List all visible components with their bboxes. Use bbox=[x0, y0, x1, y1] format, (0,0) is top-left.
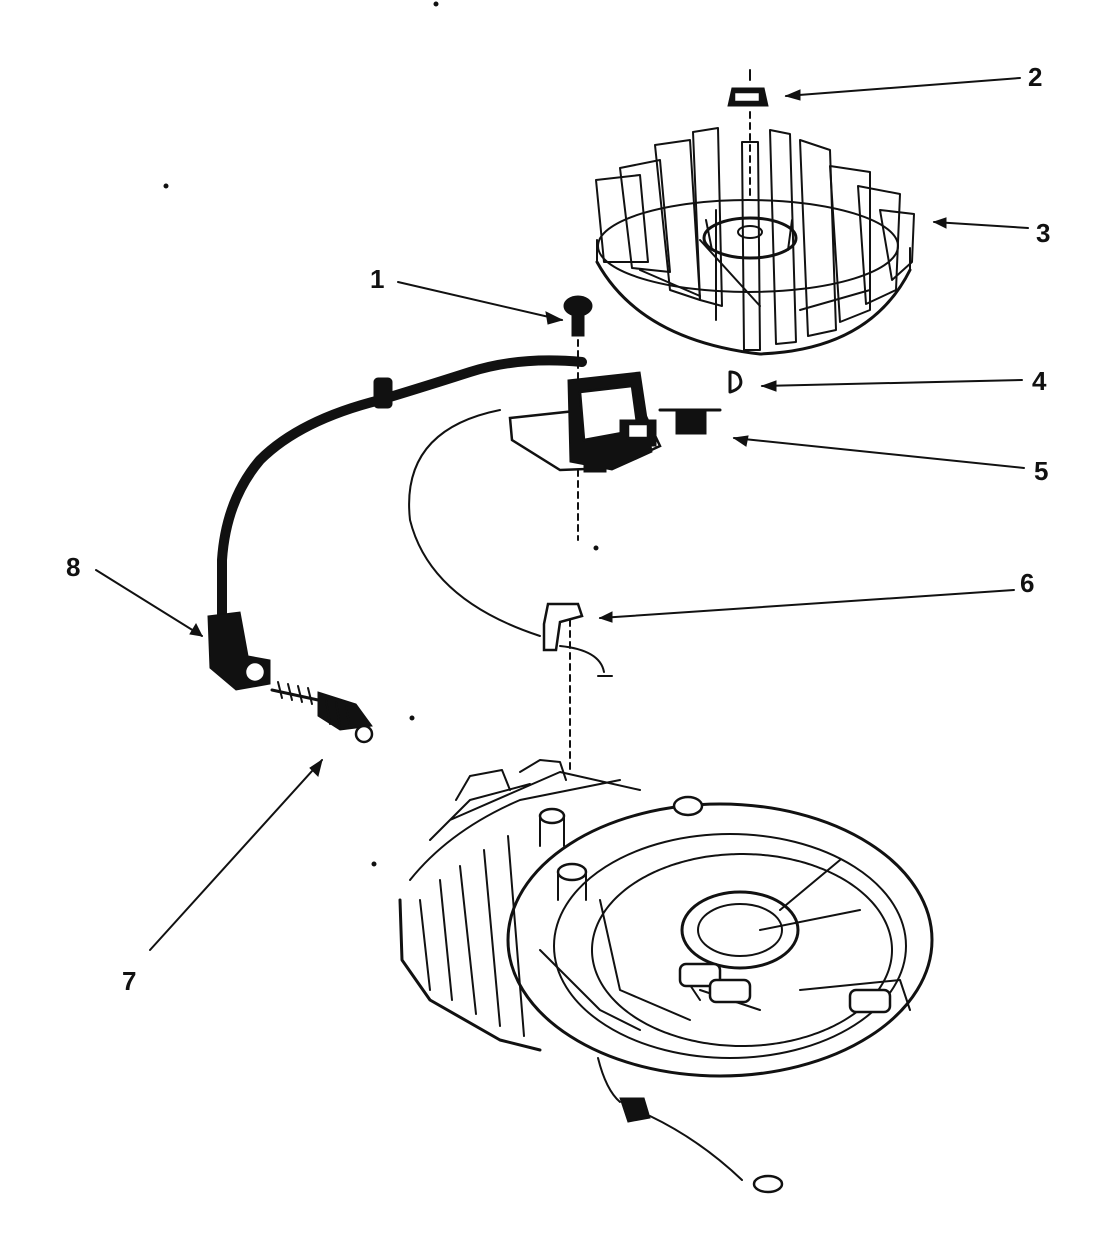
leader-1 bbox=[397, 281, 563, 321]
callout-4: 4 bbox=[1032, 366, 1047, 396]
callout-6: 6 bbox=[1020, 568, 1034, 598]
stop-wire bbox=[597, 1057, 784, 1194]
flywheel-fins bbox=[595, 127, 915, 351]
spark-plug-lead bbox=[207, 355, 587, 691]
ground-wire bbox=[408, 409, 613, 771]
callout-numbers: 1 2 3 4 5 6 7 8 bbox=[66, 62, 1050, 996]
flywheel bbox=[595, 127, 915, 356]
leader-4 bbox=[761, 379, 1023, 387]
leader-6 bbox=[599, 589, 1015, 619]
callout-2: 2 bbox=[1028, 62, 1042, 92]
leader-7 bbox=[149, 759, 323, 951]
leader-lines bbox=[95, 77, 1029, 951]
callout-8: 8 bbox=[66, 552, 80, 582]
leader-2 bbox=[785, 77, 1021, 97]
callout-5: 5 bbox=[1034, 456, 1048, 486]
callout-3: 3 bbox=[1036, 218, 1050, 248]
leader-8 bbox=[95, 569, 203, 637]
ignition-module bbox=[508, 371, 722, 541]
scan-specks bbox=[163, 1, 599, 867]
engine-block bbox=[398, 759, 934, 1078]
leader-arrowheads bbox=[189, 89, 947, 777]
flywheel-key bbox=[728, 370, 743, 394]
callout-1: 1 bbox=[370, 264, 384, 294]
spark-plug bbox=[270, 681, 374, 744]
flywheel-nut bbox=[727, 69, 769, 201]
leader-5 bbox=[733, 437, 1025, 469]
leader-3 bbox=[933, 221, 1029, 229]
callout-7: 7 bbox=[122, 966, 136, 996]
